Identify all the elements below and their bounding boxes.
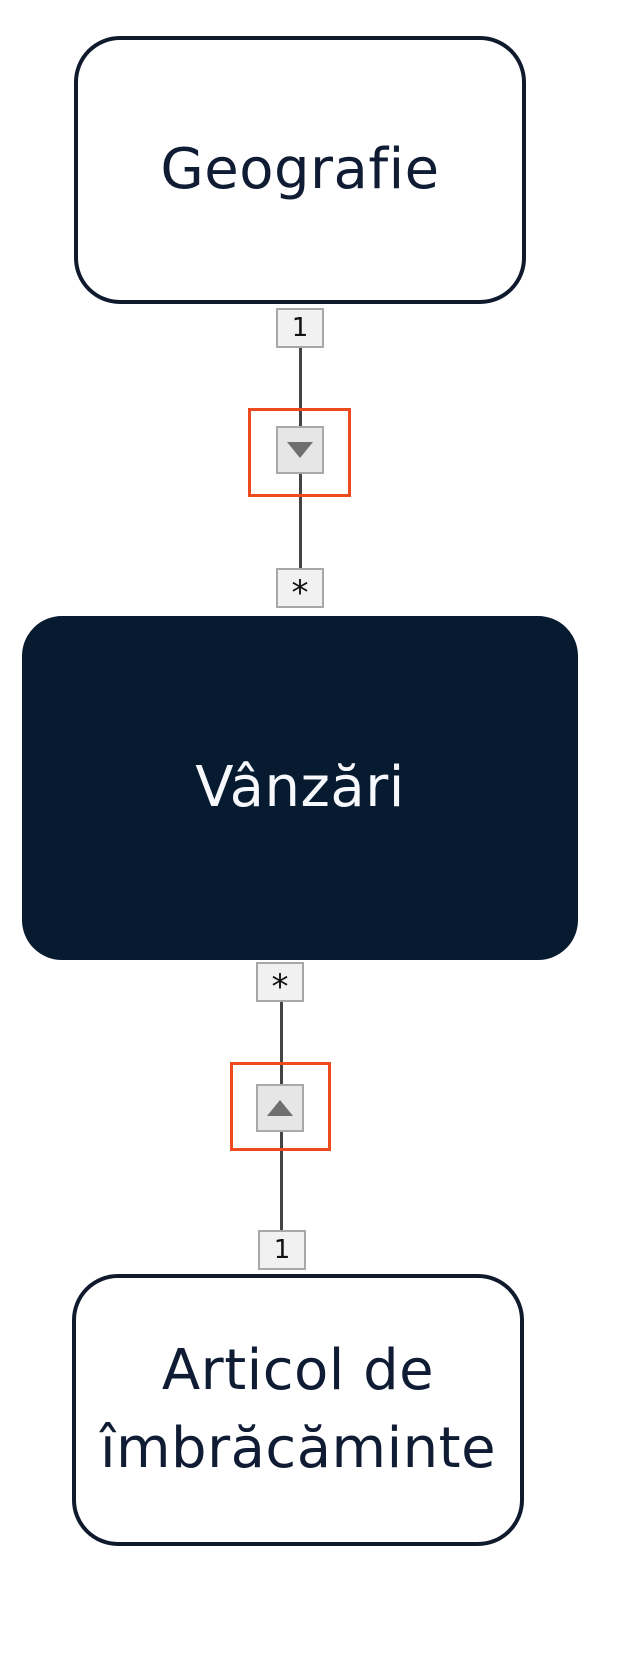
table-articol-de-imbracaminte[interactable]: Articol de îmbrăcăminte <box>72 1274 524 1546</box>
cross-filter-direction-down-button[interactable] <box>276 426 324 474</box>
table-vanzari[interactable]: Vânzări <box>22 616 578 960</box>
table-geografie[interactable]: Geografie <box>74 36 526 304</box>
cardinality-one-top: 1 <box>276 308 324 348</box>
cross-filter-highlight-bottom <box>230 1062 331 1151</box>
triangle-down-icon <box>287 442 313 458</box>
triangle-up-icon <box>267 1100 293 1116</box>
cardinality-many-top: * <box>276 568 324 610</box>
cardinality-many-bottom: * <box>256 962 304 1004</box>
table-vanzari-label: Vânzări <box>195 755 405 820</box>
cross-filter-direction-up-button[interactable] <box>256 1084 304 1132</box>
cross-filter-highlight-top <box>248 408 351 497</box>
table-articol-de-imbracaminte-label: Articol de îmbrăcăminte <box>99 1338 497 1481</box>
cardinality-one-bottom: 1 <box>258 1230 306 1270</box>
table-geografie-label: Geografie <box>160 137 440 202</box>
